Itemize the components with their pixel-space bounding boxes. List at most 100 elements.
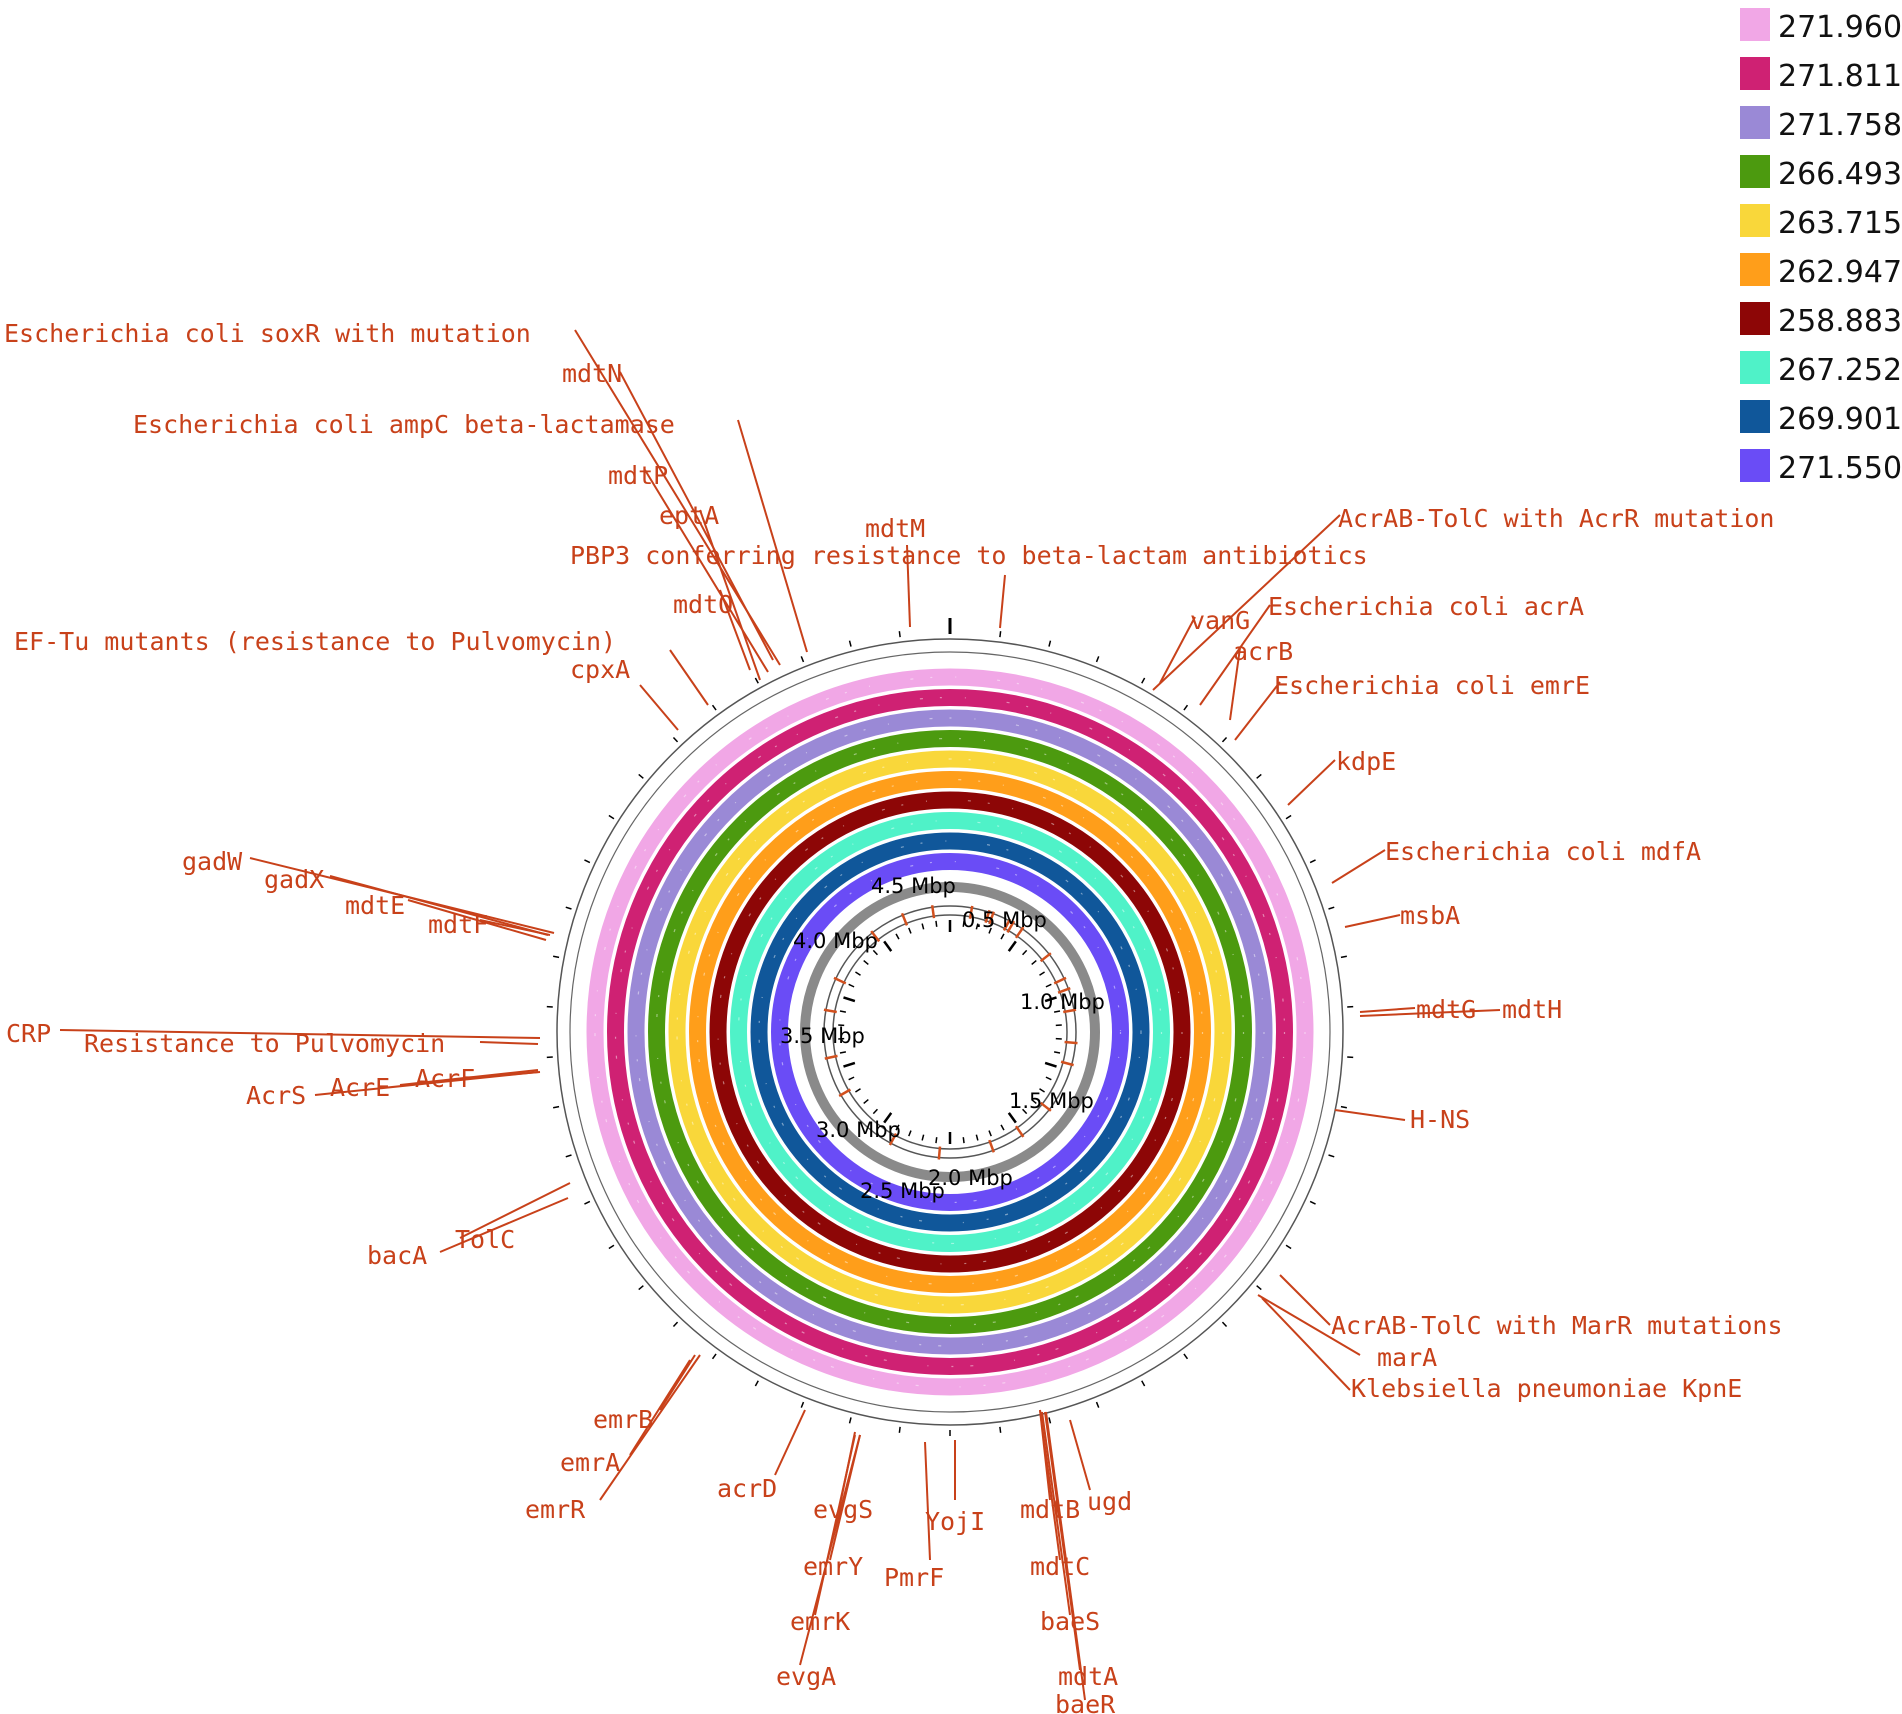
scale-tick (1000, 933, 1005, 940)
gene-label: baeS (1040, 1607, 1100, 1636)
outer-scale-tick (1285, 814, 1292, 820)
gene-marker (988, 911, 995, 925)
scale-tick (883, 1112, 893, 1124)
genome-ring-gaps (594, 676, 1306, 1388)
outer-scale-tick (1095, 1401, 1100, 1408)
outer-scale-tick (800, 1401, 805, 1408)
outer-scale-tick (565, 906, 572, 910)
gene-label: AcrS (246, 1081, 306, 1110)
gene-leader (1045, 1411, 1086, 1701)
gene-label: AcrAB-TolC with AcrR mutation (1338, 504, 1775, 533)
gene-label: msbA (1400, 901, 1460, 930)
legend-label: 271.758 (1778, 108, 1902, 143)
gene-label: Escherichia coli mdfA (1385, 837, 1701, 866)
legend-entry: 263.715 (1740, 204, 1902, 241)
gene-label: gadX (264, 865, 324, 894)
gene-label: eptA (659, 501, 719, 530)
gene-marker (870, 930, 881, 943)
gene-label: AcrAB-TolC with MarR mutations (1331, 1311, 1783, 1340)
legend-swatch (1740, 253, 1770, 286)
outer-scale-tick (1141, 677, 1146, 684)
scale-tick (895, 933, 900, 940)
outer-scale-tick (999, 1426, 1002, 1433)
gene-marker (1053, 976, 1067, 985)
legend-swatch (1740, 351, 1770, 384)
scale-tick (863, 1098, 869, 1104)
gene-marker (824, 1054, 838, 1060)
outer-frame-ring (569, 651, 1331, 1413)
outer-scale-tick (999, 631, 1002, 638)
scale-tick (975, 1134, 979, 1141)
gene-leader (1334, 1109, 1406, 1121)
gene-leader (1344, 914, 1401, 928)
gene-marker (1002, 918, 1012, 932)
legend-entry: 266.493 (1740, 155, 1902, 192)
gene-marker (1060, 1060, 1074, 1067)
legend-entry: 271.550 (1740, 449, 1902, 486)
gene-label: PmrF (884, 1563, 944, 1592)
gene-leader (1229, 647, 1241, 721)
legend-swatch (1740, 155, 1770, 188)
scale-label: 4.0 Mbp (793, 929, 878, 953)
outer-scale-tick (1256, 773, 1262, 779)
gene-leader (659, 1354, 696, 1411)
gene-label: acrD (717, 1474, 777, 1503)
scale-tick (1022, 1108, 1028, 1115)
legend: 271.960 271.811 271.758 266.493 263.715 … (1740, 8, 1902, 486)
legend-label: 262.947 (1778, 255, 1902, 290)
outer-scale-tick (754, 1380, 759, 1387)
gene-marker (930, 905, 936, 919)
genome-ring-gaps (758, 840, 1142, 1224)
scale-tick (988, 1130, 992, 1137)
gene-leader (479, 919, 551, 936)
gene-label: acrB (1233, 637, 1293, 666)
gene-marker (1006, 920, 1016, 934)
scale-tick (848, 1076, 855, 1081)
genome-ring-gaps (717, 799, 1183, 1265)
legend-swatch (1740, 302, 1770, 335)
gene-label: emrY (803, 1552, 863, 1581)
scale-tick (863, 960, 869, 966)
scale-tick (908, 1130, 912, 1137)
scale-tick (843, 996, 856, 1003)
gene-label: emrA (560, 1448, 620, 1477)
gene-label: gadW (182, 847, 243, 876)
gene-label: Escherichia coli soxR with mutation (4, 319, 531, 348)
scale-tick (855, 971, 861, 976)
genome-ring-gaps (778, 860, 1122, 1204)
legend-label: 269.901 (1778, 402, 1902, 437)
gene-leader (906, 544, 911, 628)
legend-label: 271.811 (1778, 59, 1902, 94)
backbone-ring (832, 914, 1068, 1150)
gene-marker (1039, 952, 1052, 963)
gene-marker (1064, 1040, 1078, 1045)
outer-scale-tick (584, 859, 591, 864)
scale-tick (975, 923, 979, 930)
legend-entry: 258.883 (1740, 302, 1902, 339)
gene-marker (984, 909, 991, 924)
gene-leader (1159, 616, 1196, 684)
legend-label: 266.493 (1778, 157, 1902, 192)
gene-leader (629, 1359, 691, 1456)
gene-label: H-NS (1410, 1105, 1470, 1134)
genome-ring (771, 853, 1129, 1211)
gene-label: kdpE (1336, 747, 1396, 776)
outer-frame-ring (556, 638, 1344, 1426)
legend-swatch (1740, 106, 1770, 139)
genome-ring-gaps (635, 717, 1265, 1347)
legend-label: 258.883 (1778, 304, 1902, 339)
legend-swatch (1740, 400, 1770, 433)
gene-leader (1359, 1007, 1416, 1013)
outer-scale-tick (1141, 1380, 1146, 1387)
scale-tick (1022, 949, 1028, 956)
gene-marker (823, 1008, 837, 1014)
gene-label: emrB (593, 1405, 653, 1434)
outer-scale-tick (1340, 1105, 1347, 1109)
scale-label: 3.0 Mbp (816, 1118, 901, 1142)
genome-ring-gaps (696, 778, 1204, 1286)
outer-scale-tick (898, 631, 901, 638)
legend-entry: 269.901 (1740, 400, 1902, 437)
scale-tick (988, 927, 992, 934)
outer-scale-tick (1048, 640, 1052, 647)
outer-scale-tick (638, 1285, 644, 1291)
